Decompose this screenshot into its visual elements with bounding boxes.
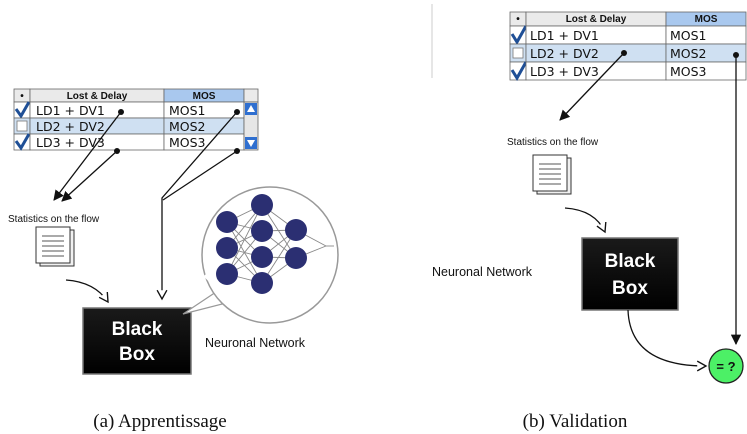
- mos-value: MOS1: [169, 103, 206, 118]
- arrow-mos-to-blackbox: [162, 150, 238, 201]
- stats-label: Statistics on the flow: [507, 137, 599, 148]
- document-icon: [532, 154, 572, 195]
- table-b: • Lost & Delay MOS LD1 + DV1 MOS1 LD2 + …: [509, 11, 747, 81]
- neural-network-bubble: [201, 186, 339, 324]
- table-row[interactable]: LD2 + DV2 MOS2: [13, 117, 245, 135]
- checkbox-checked-icon[interactable]: [14, 133, 31, 151]
- table-row[interactable]: LD3 + DV3 MOS3: [509, 61, 747, 81]
- ld-value: LD2 + DV2: [530, 46, 599, 61]
- nn-node: [285, 247, 307, 269]
- arrow-stats-to-blackbox: [564, 207, 607, 234]
- checkbox-unchecked-icon[interactable]: [512, 47, 524, 59]
- table-row[interactable]: LD3 + DV3 MOS3: [13, 133, 245, 151]
- table-scrollbar[interactable]: [243, 101, 259, 151]
- nn-node: [216, 237, 238, 259]
- mos-cell: [665, 61, 747, 81]
- nn-label: Neuronal Network: [432, 265, 533, 279]
- caption-a: (a) Apprentissage: [93, 411, 226, 432]
- checkbox-checked-icon[interactable]: [510, 61, 528, 81]
- mos-value: MOS2: [169, 119, 206, 134]
- table-row[interactable]: LD1 + DV1 MOS1: [509, 25, 747, 45]
- checkbox-checked-icon[interactable]: [14, 101, 31, 119]
- header-dot: •: [516, 14, 520, 25]
- black-box: Black Box: [581, 237, 679, 311]
- black-box-line2: Box: [119, 344, 155, 365]
- arrow-to-stats: [61, 150, 118, 202]
- header-mos[interactable]: MOS: [193, 91, 216, 102]
- arrow-mos-to-blackbox: [156, 111, 238, 301]
- header-mos[interactable]: MOS: [695, 14, 718, 25]
- stats-label: Statistics on the flow: [8, 214, 100, 225]
- arrow-stats-to-blackbox: [65, 279, 109, 304]
- black-box: Black Box: [82, 307, 192, 375]
- checkbox-unchecked-icon[interactable]: [16, 120, 28, 132]
- compare-label: = ?: [716, 359, 735, 374]
- nn-node: [251, 194, 273, 216]
- table-a: • Lost & Delay MOS LD1 + DV1 MOS1 LD2 + …: [13, 88, 259, 151]
- checkbox-checked-icon[interactable]: [510, 25, 528, 45]
- mos-value: MOS3: [169, 135, 206, 150]
- mos-value: MOS3: [670, 64, 707, 79]
- panel-a: • Lost & Delay MOS LD1 + DV1 MOS1 LD2 + …: [8, 88, 339, 432]
- header-dot: •: [20, 91, 24, 102]
- header-lost-delay[interactable]: Lost & Delay: [67, 91, 128, 102]
- nn-node: [251, 272, 273, 294]
- ld-value: LD1 + DV1: [36, 103, 105, 118]
- mos-value: MOS2: [670, 46, 707, 61]
- panel-b: • Lost & Delay MOS LD1 + DV1 MOS1 LD2 + …: [431, 4, 747, 432]
- mos-value: MOS1: [670, 28, 707, 43]
- table-row[interactable]: LD1 + DV1 MOS1: [13, 101, 245, 119]
- arrow-to-stats: [53, 111, 122, 201]
- ld-value: LD2 + DV2: [36, 119, 105, 134]
- nn-node: [251, 220, 273, 242]
- header-scroll-cell: [243, 88, 259, 103]
- ld-value: LD3 + DV3: [36, 135, 105, 150]
- header-lost-delay[interactable]: Lost & Delay: [566, 14, 627, 25]
- nn-node: [285, 219, 307, 241]
- arrow-blackbox-to-result: [627, 309, 708, 372]
- comparison-node: = ?: [708, 348, 744, 384]
- nn-label: Neuronal Network: [205, 336, 306, 350]
- black-box-line1: Black: [605, 251, 656, 272]
- nn-node: [216, 211, 238, 233]
- black-box-line1: Black: [112, 319, 163, 340]
- ld-value: LD1 + DV1: [530, 28, 599, 43]
- caption-b: (b) Validation: [523, 411, 628, 432]
- ld-value: LD3 + DV3: [530, 64, 599, 79]
- black-box-line2: Box: [612, 278, 648, 299]
- chevron-up-icon: [247, 105, 255, 112]
- nn-node: [251, 246, 273, 268]
- chevron-down-icon: [247, 140, 255, 147]
- arrow-to-stats: [559, 52, 625, 121]
- table-row[interactable]: LD2 + DV2 MOS2: [509, 43, 747, 63]
- nn-edge: [226, 204, 263, 275]
- document-icon: [35, 226, 75, 267]
- nn-node: [216, 263, 238, 285]
